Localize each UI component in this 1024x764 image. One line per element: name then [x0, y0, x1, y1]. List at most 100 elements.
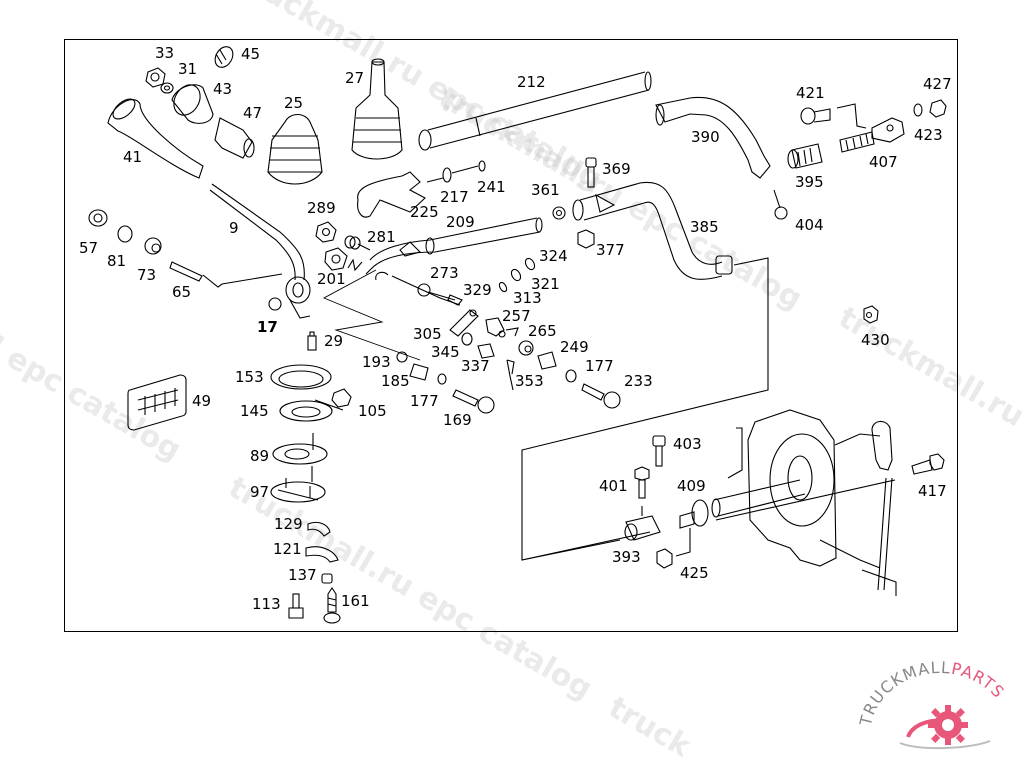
part-label-217[interactable]: 217	[440, 190, 469, 205]
part-label-273[interactable]: 273	[430, 266, 459, 281]
part-label-105[interactable]: 105	[358, 404, 387, 419]
knob-icon-43[interactable]	[169, 80, 213, 123]
bolt-icon-421[interactable]	[801, 104, 866, 128]
part-label-97[interactable]: 97	[250, 485, 269, 500]
part-label-345[interactable]: 345	[431, 345, 460, 360]
washer-icon-313[interactable]	[498, 281, 508, 293]
part-label-225[interactable]: 225	[410, 205, 439, 220]
boot-icon-25[interactable]	[268, 115, 322, 185]
bushing-icon-73[interactable]	[145, 238, 161, 254]
coupling-icon-395[interactable]	[788, 144, 822, 168]
part-label-377[interactable]: 377	[596, 243, 625, 258]
insert-icon-47[interactable]	[215, 118, 254, 158]
part-label-185[interactable]: 185	[381, 374, 410, 389]
nut-icon-425[interactable]	[657, 549, 672, 568]
threaded-rod-icon-407[interactable]	[840, 132, 874, 152]
boot-ring-icon-153[interactable]	[271, 365, 331, 389]
part-label-423[interactable]: 423	[914, 128, 943, 143]
fitting-icon-29[interactable]	[308, 332, 316, 350]
part-label-409[interactable]: 409	[677, 479, 706, 494]
bolt-icon-403[interactable]	[653, 436, 665, 466]
bolt-icon-169[interactable]	[453, 390, 494, 413]
part-label-177b[interactable]: 177	[410, 394, 439, 409]
shift-lever-icon-9[interactable]	[210, 184, 310, 318]
part-label-289[interactable]: 289	[307, 201, 336, 216]
bolt-icon-113[interactable]	[289, 594, 303, 618]
part-label-257[interactable]: 257	[502, 309, 531, 324]
plate-icon-89[interactable]	[273, 433, 327, 464]
ring-icon-81[interactable]	[118, 226, 132, 242]
part-label-113[interactable]: 113	[252, 597, 281, 612]
washer-icon-321[interactable]	[510, 268, 523, 282]
lever-icon-305[interactable]	[450, 310, 478, 336]
part-label-361[interactable]: 361	[531, 183, 560, 198]
clip-icon-129[interactable]	[308, 522, 330, 536]
part-label-169[interactable]: 169	[443, 413, 472, 428]
bolt-icon-369[interactable]	[586, 158, 596, 187]
part-label-41[interactable]: 41	[123, 150, 142, 165]
part-label-404[interactable]: 404	[795, 218, 824, 233]
part-label-49[interactable]: 49	[192, 394, 211, 409]
part-label-81[interactable]: 81	[107, 254, 126, 269]
part-label-121[interactable]: 121	[273, 542, 302, 557]
plate-icon-97[interactable]	[271, 466, 325, 502]
part-label-337[interactable]: 337	[461, 359, 490, 374]
part-label-212[interactable]: 212	[517, 75, 546, 90]
bolt-icon-233[interactable]	[582, 384, 620, 408]
part-label-209[interactable]: 209	[446, 215, 475, 230]
part-label-145[interactable]: 145	[240, 404, 269, 419]
bolt-icon-401[interactable]	[635, 467, 649, 516]
part-label-27[interactable]: 27	[345, 71, 364, 86]
part-label-281[interactable]: 281	[367, 230, 396, 245]
oring-icon-241[interactable]	[479, 161, 485, 171]
part-label-401[interactable]: 401	[599, 479, 628, 494]
washer-icon-177b[interactable]	[438, 374, 446, 384]
part-label-47[interactable]: 47	[243, 106, 262, 121]
part-label-321[interactable]: 321	[531, 277, 560, 292]
nut-icon-377[interactable]	[578, 230, 594, 248]
part-label-89[interactable]: 89	[250, 449, 269, 464]
screw-icon-161[interactable]	[324, 588, 340, 623]
part-label-395[interactable]: 395	[795, 175, 824, 190]
part-label-153[interactable]: 153	[235, 370, 264, 385]
bushing-icon-345[interactable]	[462, 333, 472, 345]
part-label-193[interactable]: 193	[362, 355, 391, 370]
part-label-17[interactable]: 17	[257, 320, 278, 335]
part-label-57[interactable]: 57	[79, 241, 98, 256]
part-label-249[interactable]: 249	[560, 340, 589, 355]
part-label-45[interactable]: 45	[241, 47, 260, 62]
part-label-407[interactable]: 407	[869, 155, 898, 170]
bolt-icon-417[interactable]	[912, 454, 944, 474]
part-label-265[interactable]: 265	[528, 324, 557, 339]
nut-icon-105[interactable]	[315, 389, 351, 410]
part-label-137[interactable]: 137	[288, 568, 317, 583]
part-label-385[interactable]: 385	[690, 220, 719, 235]
part-label-305[interactable]: 305	[413, 327, 442, 342]
part-label-241[interactable]: 241	[477, 180, 506, 195]
sleeve-icon-337[interactable]	[478, 344, 494, 358]
part-label-43[interactable]: 43	[213, 82, 232, 97]
sleeve-icon-249[interactable]	[538, 352, 556, 369]
clip-icon-57[interactable]	[89, 210, 107, 226]
part-label-390[interactable]: 390	[691, 130, 720, 145]
shaft-icon-409-a[interactable]	[712, 480, 895, 520]
nut-icon-201[interactable]	[325, 248, 362, 270]
part-label-369[interactable]: 369	[602, 162, 631, 177]
washer-icon-177a[interactable]	[566, 370, 576, 382]
part-label-403[interactable]: 403	[673, 437, 702, 452]
part-label-73[interactable]: 73	[137, 268, 156, 283]
sleeve-icon-185[interactable]	[410, 364, 428, 380]
part-label-425[interactable]: 425	[680, 566, 709, 581]
part-label-161[interactable]: 161	[341, 594, 370, 609]
part-label-129[interactable]: 129	[274, 517, 303, 532]
bolt-icon-404[interactable]	[774, 190, 787, 219]
lock-washer-icon-361[interactable]	[553, 207, 565, 219]
part-label-31[interactable]: 31	[178, 62, 197, 77]
bushing-icon-265[interactable]	[519, 341, 533, 355]
nut-icon-289[interactable]	[316, 222, 336, 242]
part-label-25[interactable]: 25	[284, 96, 303, 111]
oring-icon-324[interactable]	[524, 257, 537, 271]
part-label-427[interactable]: 427	[923, 77, 952, 92]
shift-pattern-plate-icon-49[interactable]	[128, 375, 186, 430]
part-label-9[interactable]: 9	[229, 221, 239, 236]
